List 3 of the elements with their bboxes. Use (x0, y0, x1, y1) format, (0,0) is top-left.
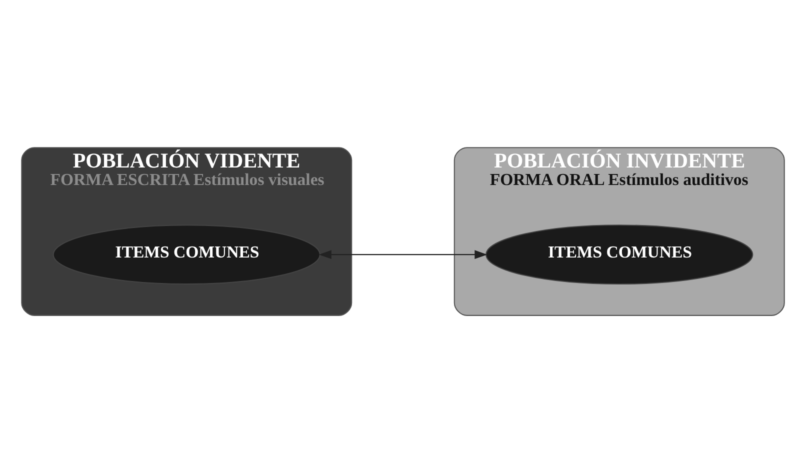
node-ellipse: ITEMS COMUNES (486, 224, 754, 285)
arrow (318, 250, 488, 259)
node-ellipse: ITEMS COMUNES (52, 224, 320, 285)
